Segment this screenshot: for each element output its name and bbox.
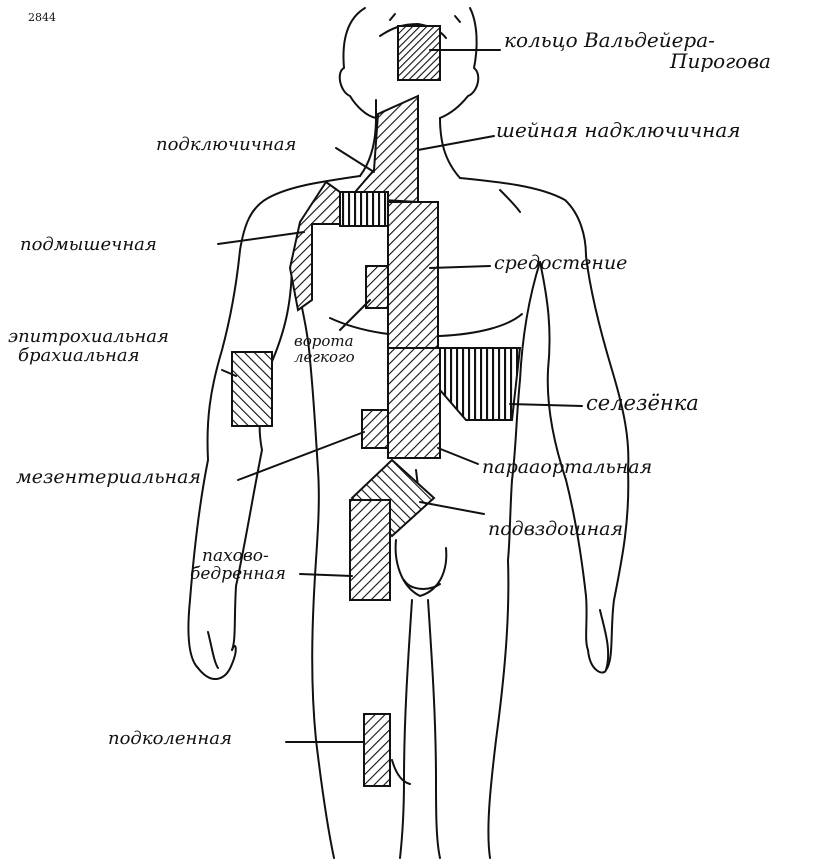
region-mediastinum: [388, 202, 438, 348]
label-spleen: селезёнка: [586, 392, 699, 414]
label-waldeyer-ring-line1: кольцо Вальдейера-: [504, 30, 771, 51]
region-cervical: [350, 96, 418, 202]
region-axillary: [290, 182, 340, 310]
label-inguinofemoral: пахово- бедренная: [190, 548, 286, 584]
label-subclavian: подключичная: [156, 136, 296, 155]
label-axillary: подмышечная: [20, 236, 157, 255]
label-cervical-supraclavicular: шейная надключичная: [496, 120, 741, 141]
corner-mark: 2844: [28, 12, 56, 24]
label-waldeyer-ring: кольцо Вальдейера- Пирогова: [504, 30, 771, 72]
region-mesenteric: [362, 410, 388, 448]
region-subclavian: [340, 192, 388, 226]
label-iliac: подвздошная: [488, 520, 623, 540]
label-epitrochlear-brachial: эпитрохиальная брахиальная: [8, 328, 169, 366]
label-mesenteric: мезентериальная: [16, 468, 201, 488]
region-spleen: [440, 348, 520, 420]
region-paraaortic: [388, 348, 440, 458]
label-lung-hilum: ворота легкого: [294, 334, 355, 366]
label-epitrochlear-line2: брахиальная: [8, 347, 169, 366]
region-inguinofemoral: [350, 500, 390, 600]
label-mediastinum: средостение: [494, 254, 627, 274]
label-paraaortic: парааортальная: [482, 458, 652, 478]
label-waldeyer-ring-line2: Пирогова: [504, 51, 771, 72]
label-lung-hilum-line2: легкого: [294, 350, 355, 366]
region-epitrochlear: [232, 352, 272, 426]
region-popliteal: [364, 714, 390, 786]
label-inguinofemoral-line2: бедренная: [190, 566, 286, 584]
label-popliteal: подколенная: [108, 730, 232, 749]
region-waldeyer-ring: [398, 26, 440, 80]
